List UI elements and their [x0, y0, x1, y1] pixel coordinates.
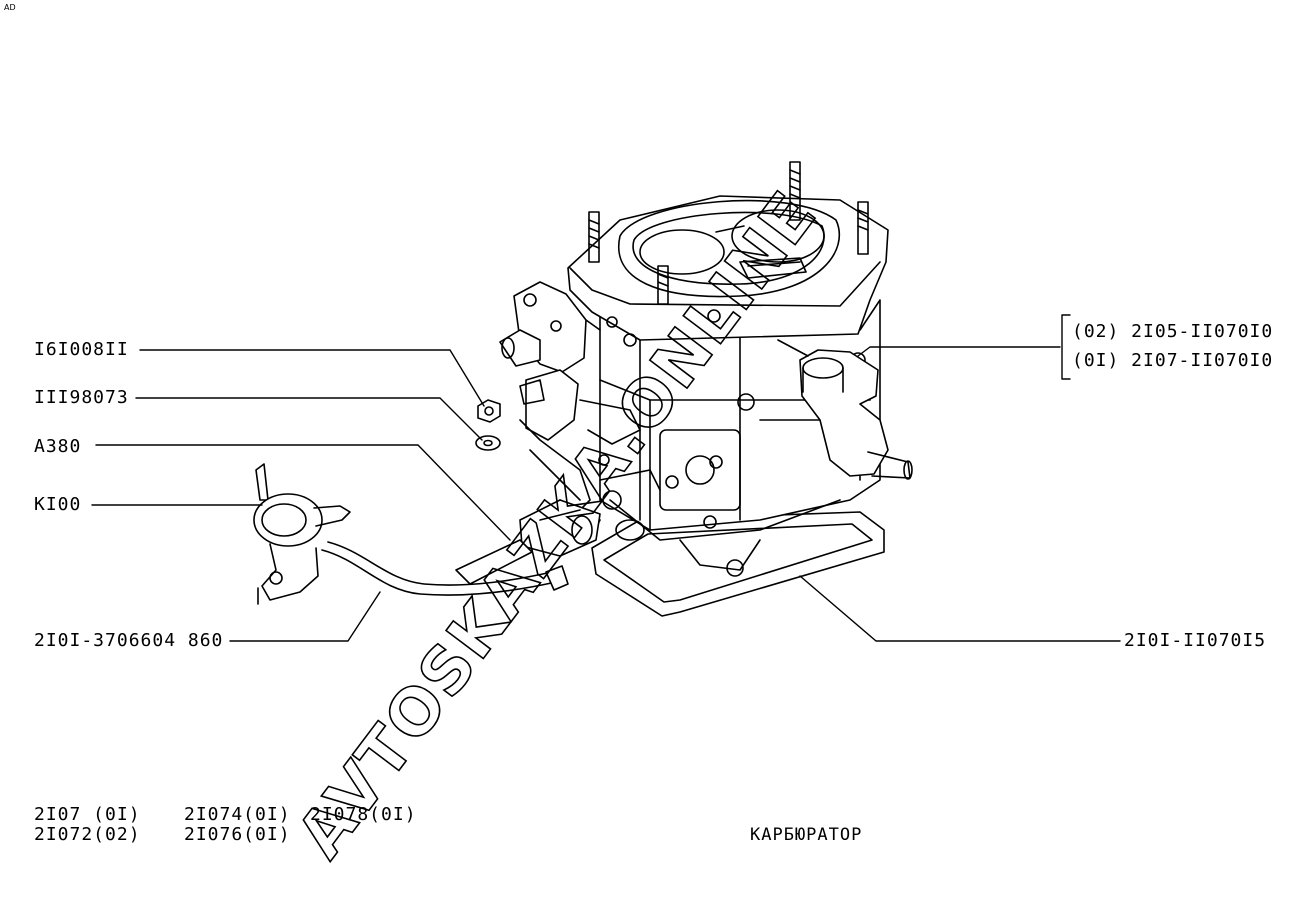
gasket-plate — [591, 511, 885, 617]
model-code: 2I072(02) — [34, 824, 141, 845]
callout-washer: III98073 — [34, 387, 129, 408]
callout-gasket: 2I0I-II070I5 — [1124, 630, 1267, 651]
model-code: 2I074(0I) — [184, 804, 291, 825]
callout-a380: A380 — [34, 436, 82, 457]
microswitch-linkage — [519, 369, 661, 541]
corner-mark: AD — [4, 3, 16, 12]
fuel-hose — [321, 539, 569, 596]
model-code: 2I076(0I) — [184, 824, 291, 845]
choke-diaphragm — [499, 281, 601, 373]
diagram-title: КАРБЮРАТОР — [750, 825, 863, 845]
callout-hose: 2I0I-3706604 860 — [34, 630, 224, 651]
fuel-inlet — [777, 339, 913, 480]
air-horn-cover — [567, 195, 889, 341]
callout-carb-01: (0I) 2I07-II070I0 — [1072, 350, 1274, 371]
nut-washer — [475, 399, 501, 451]
model-code: 2I078(0I) — [310, 804, 417, 825]
fuel-filter — [253, 463, 351, 605]
callout-carb-02: (02) 2I05-II070I0 — [1072, 321, 1274, 342]
leader-lines — [91, 314, 1121, 642]
callout-nut: I6I008II — [34, 339, 129, 360]
model-code: 2I07 (0I) — [34, 804, 141, 825]
mounting-studs — [588, 161, 869, 305]
callout-k100: KI00 — [34, 494, 82, 515]
